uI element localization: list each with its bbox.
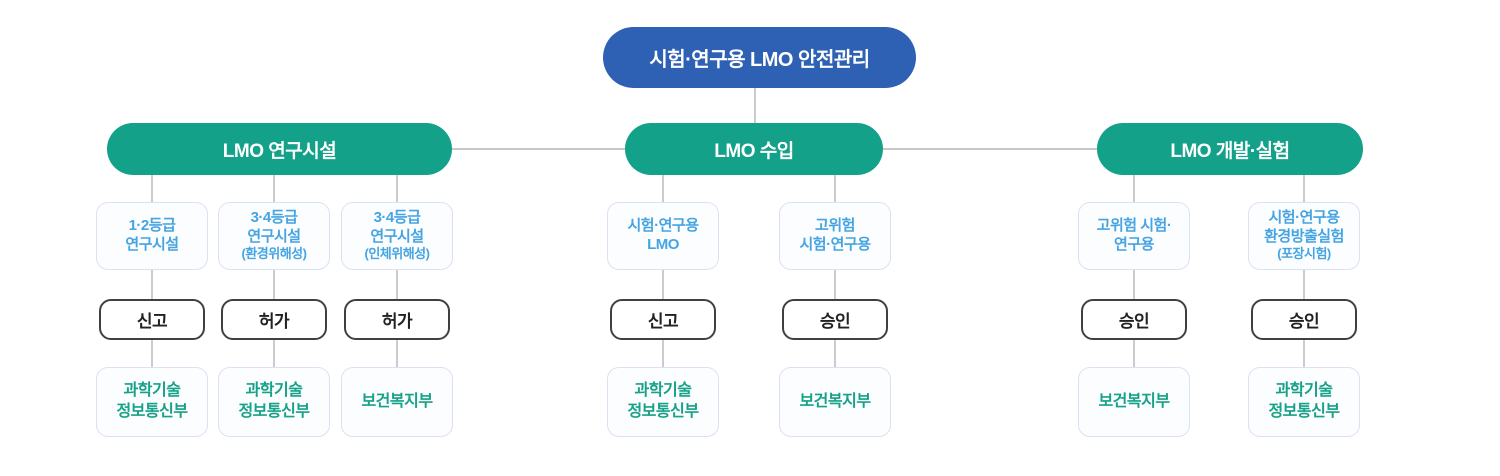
authority-label: 과학기술 정보통신부 <box>238 382 310 420</box>
authority-box: 과학기술 정보통신부 <box>96 367 208 437</box>
procedure-label: 신고 <box>647 312 679 331</box>
authority-box: 과학기술 정보통신부 <box>607 367 719 437</box>
connector-vertical <box>1303 270 1305 299</box>
procedure-box: 승인 <box>1081 299 1187 340</box>
group-pill-label: LMO 연구시설 <box>222 140 337 162</box>
facility-label: 시험·연구용 LMO <box>627 217 700 253</box>
procedure-box: 허가 <box>344 299 450 340</box>
procedure-label: 허가 <box>258 312 290 331</box>
connector-vertical <box>396 270 398 299</box>
procedure-label: 승인 <box>1118 312 1150 331</box>
root-node: 시험·연구용 LMO 안전관리 <box>603 27 916 88</box>
authority-box: 과학기술 정보통신부 <box>1248 367 1360 437</box>
authority-label: 과학기술 정보통신부 <box>116 382 188 420</box>
authority-box: 보건복지부 <box>1078 367 1190 437</box>
facility-box: 3·4등급 연구시설 (환경위해성) <box>218 202 330 270</box>
connector-vertical <box>1133 340 1135 367</box>
procedure-box: 신고 <box>99 299 205 340</box>
authority-label: 과학기술 정보통신부 <box>627 382 699 420</box>
connector-vertical <box>273 340 275 367</box>
procedure-box: 승인 <box>1251 299 1357 340</box>
facility-label: 고위험 시험· 연구용 <box>1096 217 1172 253</box>
facility-label: 고위험 시험·연구용 <box>799 217 872 253</box>
connector-vertical <box>1133 270 1135 299</box>
authority-label: 과학기술 정보통신부 <box>1268 382 1340 420</box>
procedure-box: 허가 <box>221 299 327 340</box>
authority-label: 보건복지부 <box>799 392 871 410</box>
connector-vertical <box>662 175 664 202</box>
connector-horizontal-right <box>883 148 1097 150</box>
facility-box: 고위험 시험·연구용 <box>779 202 891 270</box>
facility-box: 시험·연구용 환경방출실험 (포장시험) <box>1248 202 1360 270</box>
connector-vertical <box>834 340 836 367</box>
group-pill-import: LMO 수입 <box>625 123 883 175</box>
group-pill-research-facility: LMO 연구시설 <box>107 123 452 175</box>
facility-sublabel: (환경위해성) <box>241 246 307 262</box>
procedure-label: 허가 <box>381 312 413 331</box>
facility-label: 시험·연구용 환경방출실험 <box>1264 208 1344 245</box>
facility-label: 3·4등급 연구시설 <box>247 208 301 245</box>
connector-vertical <box>151 340 153 367</box>
chart-column: 1·2등급 연구시설 신고 과학기술 정보통신부 <box>96 202 208 437</box>
facility-label: 1·2등급 연구시설 <box>125 217 179 253</box>
connector-vertical <box>273 175 275 202</box>
facility-box: 시험·연구용 LMO <box>607 202 719 270</box>
procedure-label: 승인 <box>1288 312 1320 331</box>
connector-vertical <box>662 270 664 299</box>
connector-horizontal-left <box>452 148 625 150</box>
authority-box: 보건복지부 <box>341 367 453 437</box>
connector-root-vertical <box>754 88 756 123</box>
group-pill-label: LMO 수입 <box>714 140 794 162</box>
authority-box: 보건복지부 <box>779 367 891 437</box>
connector-vertical <box>396 175 398 202</box>
group-pill-label: LMO 개발·실험 <box>1170 140 1290 162</box>
connector-vertical <box>834 175 836 202</box>
facility-sublabel: (포장시험) <box>1277 246 1331 262</box>
facility-box: 1·2등급 연구시설 <box>96 202 208 270</box>
connector-vertical <box>1303 340 1305 367</box>
connector-vertical <box>151 270 153 299</box>
connector-vertical <box>396 340 398 367</box>
connector-vertical <box>662 340 664 367</box>
authority-label: 보건복지부 <box>1098 392 1170 410</box>
authority-label: 보건복지부 <box>361 392 433 410</box>
chart-column: 시험·연구용 LMO 신고 과학기술 정보통신부 <box>607 202 719 437</box>
procedure-label: 신고 <box>136 312 168 331</box>
connector-vertical <box>1133 175 1135 202</box>
procedure-box: 승인 <box>782 299 888 340</box>
connector-vertical <box>834 270 836 299</box>
facility-box: 고위험 시험· 연구용 <box>1078 202 1190 270</box>
chart-column: 고위험 시험·연구용 승인 보건복지부 <box>779 202 891 437</box>
procedure-box: 신고 <box>610 299 716 340</box>
connector-vertical <box>1303 175 1305 202</box>
chart-column: 3·4등급 연구시설 (인체위해성) 허가 보건복지부 <box>341 202 453 437</box>
facility-label: 3·4등급 연구시설 <box>370 208 424 245</box>
authority-box: 과학기술 정보통신부 <box>218 367 330 437</box>
chart-column: 3·4등급 연구시설 (환경위해성) 허가 과학기술 정보통신부 <box>218 202 330 437</box>
root-node-label: 시험·연구용 LMO 안전관리 <box>649 49 870 71</box>
facility-sublabel: (인체위해성) <box>364 246 430 262</box>
procedure-label: 승인 <box>819 312 851 331</box>
connector-vertical <box>273 270 275 299</box>
facility-box: 3·4등급 연구시설 (인체위해성) <box>341 202 453 270</box>
connector-vertical <box>151 175 153 202</box>
chart-column: 고위험 시험· 연구용 승인 보건복지부 <box>1078 202 1190 437</box>
group-pill-development-experiment: LMO 개발·실험 <box>1097 123 1363 175</box>
chart-column: 시험·연구용 환경방출실험 (포장시험) 승인 과학기술 정보통신부 <box>1248 202 1360 437</box>
